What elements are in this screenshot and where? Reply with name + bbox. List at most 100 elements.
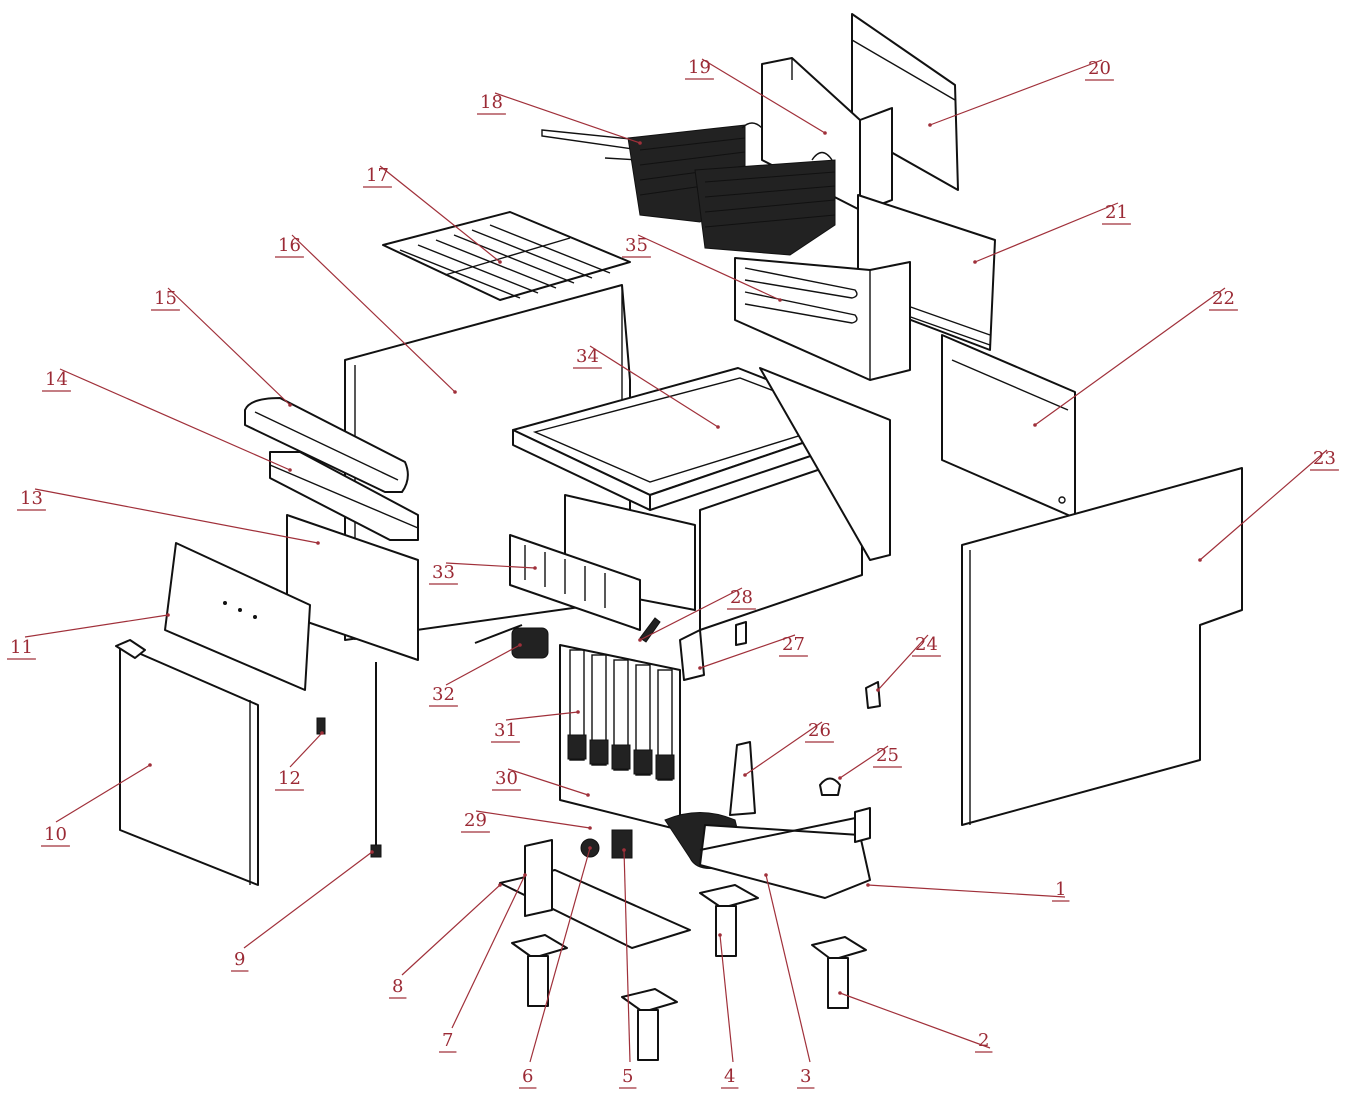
part-34-frypot: [512, 367, 891, 631]
callout-14: 14: [45, 369, 68, 390]
callout-16: 16: [278, 235, 301, 256]
leader-dot-31: [576, 710, 580, 714]
part-28-fitting: [639, 617, 661, 643]
callout-15: 15: [154, 288, 177, 309]
leader-dot-21: [973, 260, 977, 264]
leader-28: [639, 587, 743, 641]
callout-31: 31: [494, 720, 517, 741]
leader-dot-34: [716, 425, 720, 429]
leader-11: [24, 614, 169, 638]
callout-21: 21: [1105, 202, 1128, 223]
part-24-clip: [865, 681, 881, 709]
part-15-top-rail: [244, 397, 409, 493]
leader-29: [475, 810, 591, 829]
part-14-rail-bracket: [269, 451, 419, 541]
leader-dot-4: [718, 933, 722, 937]
part-2-leg: [811, 936, 867, 1009]
leader-dot-2: [838, 991, 842, 995]
part-4-leg: [699, 884, 759, 957]
leader-22: [1034, 287, 1226, 426]
leader-dot-17: [498, 260, 502, 264]
leader-5: [623, 849, 631, 1063]
callout-35: 35: [625, 235, 648, 256]
callout-4: 4: [724, 1066, 735, 1087]
leader-14: [59, 368, 291, 471]
part-25-clamp: [819, 777, 841, 796]
leader-7: [451, 874, 526, 1029]
callout-25: 25: [876, 745, 899, 766]
leader-dot-3: [764, 873, 768, 877]
part-8-base-frame-left: [499, 839, 691, 949]
part-18-fry-baskets: [541, 122, 836, 256]
callout-1: 1: [1055, 879, 1066, 900]
leader-dot-27: [698, 666, 702, 670]
callout-23: 23: [1313, 448, 1336, 469]
callout-32: 32: [432, 684, 455, 705]
leader-3: [765, 874, 811, 1063]
leader-dot-7: [523, 873, 527, 877]
leader-13: [34, 488, 319, 544]
leader-9: [243, 851, 373, 949]
part-5-leg: [621, 988, 678, 1061]
part-1-base-frame: [699, 807, 871, 899]
leader-16: [291, 234, 456, 393]
leader-dot-11: [166, 613, 170, 617]
leader-27: [699, 634, 796, 669]
callout-7: 7: [442, 1030, 453, 1051]
leader-dot-24: [876, 688, 880, 692]
part-26-gusset: [729, 741, 756, 816]
leader-4: [719, 934, 734, 1063]
leader-10: [55, 764, 151, 823]
leader-17: [379, 165, 501, 263]
leader-26: [744, 721, 823, 776]
callout-13: 13: [20, 488, 43, 509]
part-20-back-panel: [851, 13, 959, 191]
callout-12: 12: [278, 768, 301, 789]
part-33-burner-housing: [509, 494, 696, 631]
leader-dot-12: [320, 731, 324, 735]
callout-30: 30: [495, 768, 518, 789]
leader-dot-13: [316, 541, 320, 545]
part-31-burner-manifold: [559, 644, 681, 831]
callout-18: 18: [480, 92, 503, 113]
callout-28: 28: [730, 587, 753, 608]
leader-dot-22: [1033, 423, 1037, 427]
callout-27: 27: [782, 634, 805, 655]
leader-18: [494, 92, 641, 144]
leader-8: [401, 884, 501, 976]
leader-20: [929, 59, 1103, 126]
callout-8: 8: [392, 976, 403, 997]
leader-dot-29: [588, 826, 592, 830]
leader-dot-33: [533, 566, 537, 570]
callout-5: 5: [622, 1066, 633, 1087]
part-9-rod: [370, 662, 382, 858]
part-32-gas-valve: [474, 624, 549, 659]
leader-dot-15: [288, 403, 292, 407]
callout-10: 10: [44, 824, 67, 845]
leader-dot-14: [288, 468, 292, 472]
leader-dot-35: [778, 298, 782, 302]
leader-dot-10: [148, 763, 152, 767]
leader-25: [839, 745, 889, 779]
part-7-leg: [511, 934, 568, 1007]
callout-17: 17: [366, 165, 389, 186]
leader-33: [445, 562, 536, 569]
callout-9: 9: [234, 949, 245, 970]
leader-dot-9: [370, 850, 374, 854]
leader-dot-30: [586, 793, 590, 797]
part-13-control-panel: [286, 514, 419, 661]
parts-drawing: [115, 13, 1243, 1061]
leader-dot-25: [838, 776, 842, 780]
callout-6: 6: [522, 1066, 533, 1087]
leader-19: [701, 58, 826, 134]
leader-dot-26: [743, 773, 747, 777]
part-27-bracket: [679, 621, 747, 681]
leader-dot-5: [622, 848, 626, 852]
leader-30: [507, 768, 589, 796]
leader-31: [505, 711, 579, 721]
leader-dot-28: [638, 638, 642, 642]
leader-12: [289, 732, 323, 768]
part-35-splash-panel: [734, 257, 911, 381]
callout-2: 2: [978, 1030, 989, 1051]
